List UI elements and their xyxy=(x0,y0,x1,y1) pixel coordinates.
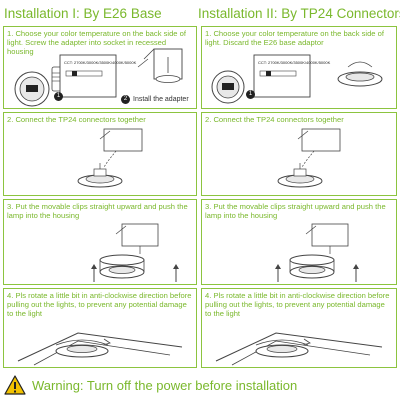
installation-2-title: Installation II: By TP24 Connectors xyxy=(198,6,400,21)
step-3-tp24: 3. Put the movable clips straight upward… xyxy=(201,199,397,285)
marker-2-left: 2 xyxy=(121,95,130,104)
step-2-e26-text: 2. Connect the TP24 connectors together xyxy=(7,115,146,124)
step-2-tp24: 2. Connect the TP24 connectors together xyxy=(201,112,397,196)
step-1-e26-text: 1. Choose your color temperature on the … xyxy=(7,29,186,56)
install-adapter-label: Install the adapter xyxy=(133,96,189,103)
marker-1-left: 1 xyxy=(54,92,63,101)
cct-label-left: CCT: 2700K/3000K/3500K/4000K/5000K xyxy=(64,60,137,65)
step-2-tp24-illustration xyxy=(277,128,341,188)
step-3-e26-text: 3. Put the movable clips straight upward… xyxy=(7,202,188,220)
step-4-tp24-text: 4. Pls rotate a little bit in anti-clock… xyxy=(205,291,390,318)
warning-banner: Warning: Turn off the power before insta… xyxy=(4,374,396,396)
step-2-tp24-text: 2. Connect the TP24 connectors together xyxy=(205,115,344,124)
step-2-e26-illustration xyxy=(77,128,143,188)
step-4-e26: 4. Pls rotate a little bit in anti-clock… xyxy=(3,288,197,368)
step-4-e26-illustration xyxy=(17,332,183,366)
step-1-e26: 1. Choose your color temperature on the … xyxy=(3,26,197,109)
instruction-grid: 1. Choose your color temperature on the … xyxy=(3,26,397,368)
installation-1-title: Installation I: By E26 Base xyxy=(4,6,162,21)
step-4-tp24-illustration xyxy=(215,332,383,366)
step-4-e26-text: 4. Pls rotate a little bit in anti-clock… xyxy=(7,291,192,318)
step-2-e26: 2. Connect the TP24 connectors together xyxy=(3,112,197,196)
step-1-e26-illustration xyxy=(14,48,183,107)
marker-1-right: 1 xyxy=(246,90,255,99)
step-4-tp24: 4. Pls rotate a little bit in anti-clock… xyxy=(201,288,397,368)
warning-triangle-icon xyxy=(4,375,26,395)
step-1-tp24-text: 1. Choose your color temperature on the … xyxy=(205,29,384,47)
step-3-tp24-text: 3. Put the movable clips straight upward… xyxy=(205,202,386,220)
step-3-tp24-illustration xyxy=(275,223,359,282)
step-1-tp24: 1. Choose your color temperature on the … xyxy=(201,26,397,109)
cct-label-right: CCT: 2700K/3000K/3500K/4000K/5000K xyxy=(258,60,331,65)
warning-text: Warning: Turn off the power before insta… xyxy=(32,377,298,393)
step-1-tp24-illustration xyxy=(211,54,383,104)
step-3-e26: 3. Put the movable clips straight upward… xyxy=(3,199,197,285)
step-3-e26-illustration xyxy=(91,223,179,282)
